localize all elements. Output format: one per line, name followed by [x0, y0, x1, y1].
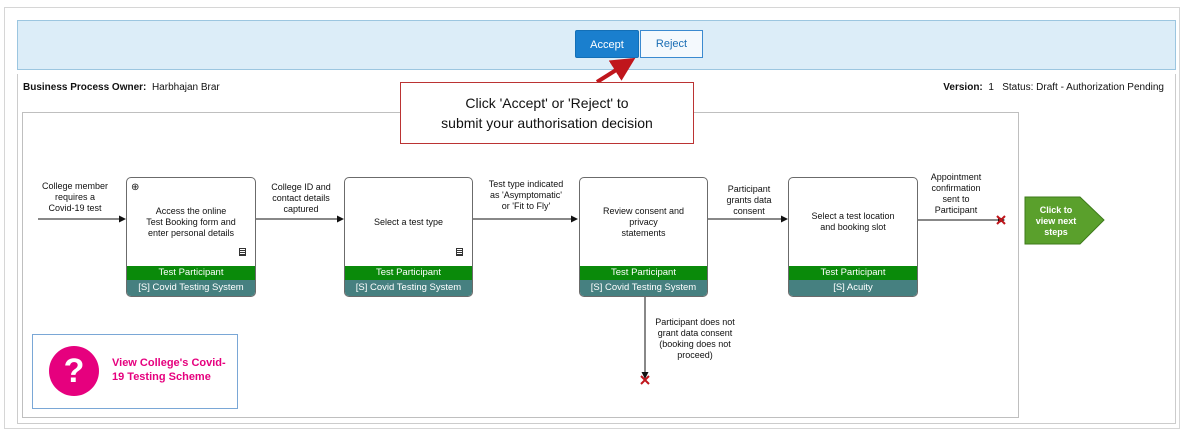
process-step-2[interactable]: Select a test type Test Participant [S] … [344, 177, 473, 297]
step-1-system: [S] Covid Testing System [127, 280, 255, 296]
owner-label: Business Process Owner: [23, 82, 147, 93]
step-2-role: Test Participant [345, 266, 472, 280]
owner-name: Harbhajan Brar [151, 82, 220, 93]
help-question-icon[interactable]: ? [49, 346, 99, 396]
document-icon[interactable] [456, 248, 463, 256]
step-3-role: Test Participant [580, 266, 707, 280]
step-4-system: [S] Acuity [789, 280, 917, 296]
covid-scheme-link[interactable]: View College's Covid-19 Testing Scheme [112, 357, 226, 383]
instruction-callout: Click 'Accept' or 'Reject' to submit you… [400, 82, 694, 144]
reject-button[interactable]: Reject [640, 30, 703, 58]
version-value: 1 [988, 82, 994, 93]
step-2-system: [S] Covid Testing System [345, 280, 472, 296]
accept-button[interactable]: Accept [575, 30, 639, 58]
branch-end-marker-icon [640, 375, 650, 385]
process-panel [17, 74, 1176, 424]
status-text: Status: Draft - Authorization Pending [1002, 82, 1164, 93]
page-frame [4, 7, 1180, 429]
step-2-text: Select a test type [373, 216, 444, 227]
document-icon[interactable] [239, 248, 246, 256]
end-marker-icon [996, 215, 1006, 225]
version-label: Version: [943, 82, 983, 93]
next-steps-arrow-shape[interactable] [1024, 196, 1105, 245]
authorization-toolbar [17, 20, 1176, 70]
step-3-system: [S] Covid Testing System [580, 280, 707, 296]
step-1-role: Test Participant [127, 266, 255, 280]
callout-line-1: Click 'Accept' or 'Reject' to [465, 95, 629, 111]
attachment-icon: ⊕ [131, 182, 140, 193]
version-status: Version: 1 Status: Draft - Authorization… [943, 82, 1164, 93]
callout-line-2: submit your authorisation decision [441, 115, 653, 131]
process-owner: Business Process Owner: Harbhajan Brar [23, 82, 220, 93]
callout-pointer-arrow [595, 57, 636, 84]
step-4-role: Test Participant [789, 266, 917, 280]
